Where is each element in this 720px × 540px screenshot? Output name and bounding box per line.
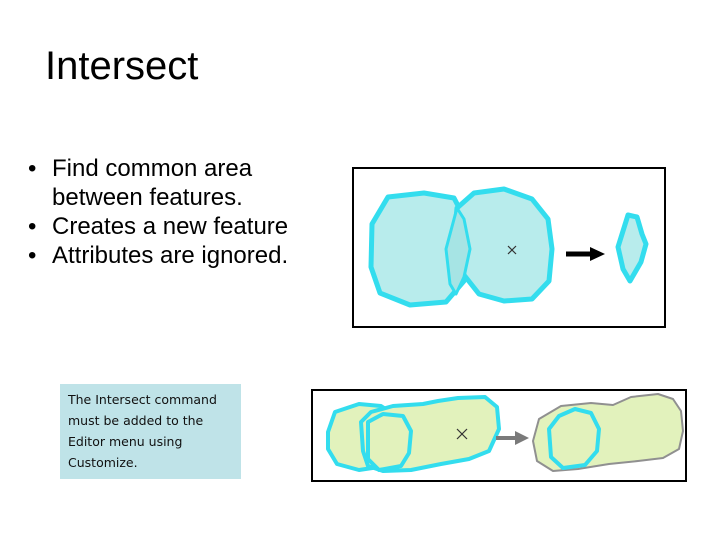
right-arrow-icon — [496, 431, 529, 445]
intersect-figure-bottom — [311, 389, 687, 482]
bullet-marker: • — [28, 213, 37, 240]
bullet-item: • Attributes are ignored. — [28, 241, 348, 270]
right-arrow-icon — [566, 247, 605, 261]
slide-title: Intersect — [45, 44, 199, 88]
result-polygon — [615, 212, 649, 284]
note-box: The Intersect command must be added to t… — [60, 384, 241, 479]
result-polygon — [532, 393, 684, 472]
input-polygon-c — [366, 412, 413, 472]
bullet-text: Find common area between features. — [52, 155, 253, 211]
intersect-figure-top — [352, 167, 666, 328]
x-cursor-icon — [456, 428, 468, 440]
bullet-item: • Find common area between features. — [28, 154, 348, 212]
x-cursor-icon — [507, 245, 517, 255]
bullet-text: Creates a new feature — [52, 213, 289, 240]
bullet-list: • Find common area between features. • C… — [28, 154, 348, 270]
intersect-illustration-2 — [326, 393, 684, 473]
intersect-illustration — [368, 186, 649, 308]
overlap-area — [444, 206, 472, 296]
bullet-marker: • — [28, 155, 37, 182]
bullet-text: Attributes are ignored. — [52, 242, 289, 269]
highlight-polygon — [547, 407, 601, 470]
bullet-item: • Creates a new feature — [28, 212, 348, 241]
bullet-marker: • — [28, 242, 37, 269]
